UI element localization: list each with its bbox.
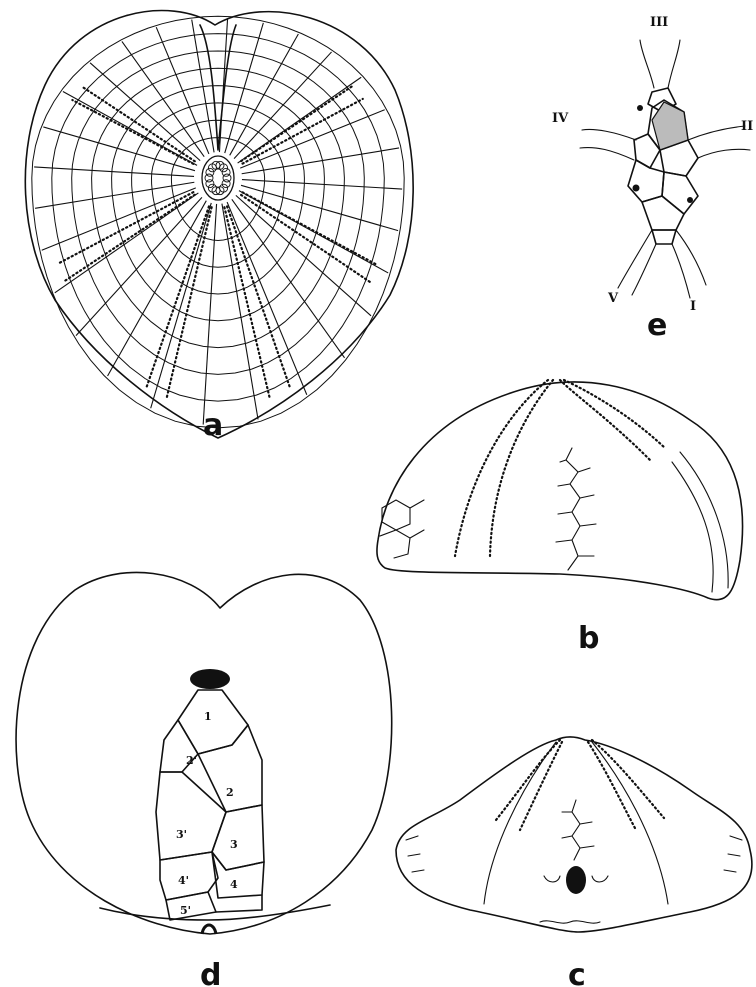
pore-row [243,192,377,264]
oral-notch [540,921,600,923]
genital-pore [687,197,693,203]
plate-2-prime-label: 2' [186,754,197,767]
subanal-arc [592,876,608,882]
concentric-suture [72,51,365,374]
plate-ladder-c [406,800,742,872]
concentric-suture [52,34,385,402]
subanal-arc [544,876,560,882]
pore-row [241,195,370,282]
periproct-c [566,866,586,894]
plate-4-prime-label: 4' [178,874,189,887]
test-outline-c [396,737,752,932]
genital-pore [637,105,643,111]
figure-d-oral-view: 1 2' 2 3' 3 4' 4 5' d [16,572,392,987]
pore-row [227,206,289,386]
plate-4-label: 4 [230,878,238,891]
ambulacrum-label-i: I [690,299,696,314]
pore-row [65,195,195,281]
pore-row [167,207,212,397]
radial-suture [219,18,227,152]
radial-suture [90,63,200,161]
plate-5-prime-label: 5' [180,904,191,917]
peristome [190,669,230,689]
plate-numbers: 1 2' 2 3' 3 4' 4 5' [176,710,238,917]
ambulacrum-label-ii: II [741,119,753,134]
radial-suture [151,203,212,408]
lateral-suture [484,742,556,904]
figure-d-label: d [200,958,221,987]
figure-e-apical-system: III IV II V I e [552,15,753,343]
figure-e-label: e [647,308,667,343]
ambulacral-pore-rows-b [455,380,665,556]
ambital-plates-b [380,500,424,558]
pore-row [224,207,269,397]
figure-a-label: a [203,408,223,443]
pore-row [59,192,193,263]
plate-3-label: 3 [230,838,238,851]
pore-row [147,206,209,386]
concentric-suture [92,68,345,347]
plate-ladder-b [556,448,596,570]
radial-suture [43,127,195,171]
ambulacrum-label-v: V [607,291,619,306]
figure-c-label: c [568,958,586,987]
figure-b-label: b [578,621,599,656]
pore-row [241,86,352,161]
plate-1-label: 1 [204,710,212,723]
apical-disc-a [202,156,234,200]
pore-row [243,99,363,164]
figure-c-posterior-view: c [396,737,752,987]
concentric-suture [32,16,404,428]
concentric-plate-sutures [32,16,404,428]
pore-row [72,100,193,164]
genital-pore [633,185,640,192]
test-outline-b [377,382,743,600]
radial-suture [232,199,345,358]
ambulacral-lines [580,40,750,298]
plastron-plates [100,690,330,920]
plate-3-prime-label: 3' [176,828,187,841]
radial-suture [242,180,402,190]
pore-row [83,87,195,161]
radial-plate-sutures [34,18,402,424]
radial-suture [34,167,194,176]
ambulacrum-label-iv: IV [552,111,569,126]
lateral-suture [592,742,668,904]
figure-b-lateral-view: b [377,380,743,656]
radial-suture [222,204,258,420]
lateral-suture [672,462,713,592]
plate-2-label: 2 [226,786,234,799]
figure-a-aboral-view: a [25,11,413,443]
radial-suture [42,188,196,250]
ambulacrum-label-iii: III [650,15,668,30]
radial-suture [241,185,398,230]
anterior-groove [200,25,236,150]
